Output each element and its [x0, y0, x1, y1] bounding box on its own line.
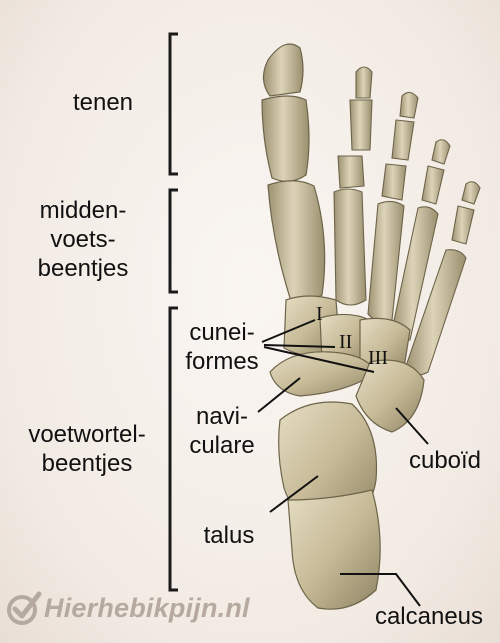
label-calcaneus: calcaneus	[374, 603, 484, 630]
leader-cuneiformes-one	[261, 319, 316, 343]
bracket-middenvoetsbeentjes	[168, 188, 178, 294]
label-talus: talus	[203, 522, 255, 549]
label-cuboid: cuboïd	[408, 447, 482, 474]
fourth-toe-bones	[391, 139, 451, 341]
bracket-tenen	[168, 32, 178, 176]
tarsal-bones	[269, 295, 425, 610]
leader-cuneiformes-two	[263, 344, 336, 348]
leader-cuneiformes-three	[263, 346, 375, 373]
second-toe-bones	[333, 66, 373, 306]
big-toe-bones	[261, 43, 326, 302]
brand-watermark: Hierhebikpijn.nl	[44, 593, 250, 623]
leader-lines	[257, 319, 429, 607]
third-toe-bones	[367, 91, 419, 322]
roman-numeral-three: III	[368, 347, 388, 369]
label-voetwortelbeentjes: voetwortel- beentjes	[28, 421, 146, 477]
leader-calcaneus	[340, 573, 421, 607]
bracket-voetwortelbeentjes	[168, 306, 178, 592]
label-middenvoetsbeentjes: midden- voets- beentjes	[37, 197, 129, 282]
label-cuneiformes: cunei- formes	[185, 319, 259, 375]
leader-cuboid	[395, 407, 429, 445]
label-tenen: tenen	[72, 89, 134, 116]
leader-naviculare	[257, 377, 301, 413]
brackets	[168, 32, 178, 592]
fifth-toe-bones	[405, 181, 481, 376]
roman-numeral-one: I	[316, 303, 323, 325]
leader-talus	[269, 475, 319, 513]
check-circle-icon	[7, 591, 42, 625]
roman-numeral-two: II	[339, 331, 352, 353]
label-naviculare: navi- culare	[189, 403, 255, 459]
